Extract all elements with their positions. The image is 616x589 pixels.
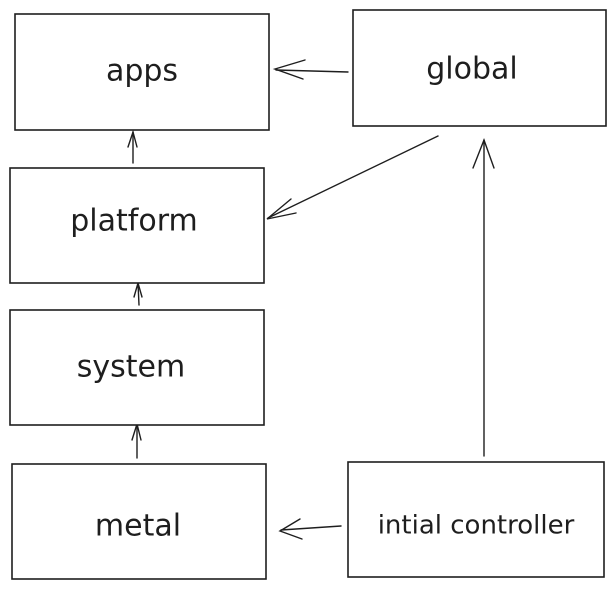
node-label-global: global: [426, 52, 518, 87]
node-platform[interactable]: platform: [9, 167, 265, 284]
edge-global-to-apps: [272, 59, 349, 80]
node-apps[interactable]: apps: [14, 13, 270, 131]
edge-initial-controller-to-metal: [278, 518, 342, 540]
node-system[interactable]: system: [9, 309, 265, 426]
node-global[interactable]: global: [352, 9, 607, 127]
edge-system-to-platform: [133, 280, 143, 306]
node-initial-controller[interactable]: intial controller: [347, 461, 605, 578]
node-label-metal: metal: [95, 509, 181, 544]
edge-platform-to-apps: [127, 129, 138, 164]
node-metal[interactable]: metal: [11, 463, 267, 580]
node-label-initial-controller: intial controller: [378, 511, 575, 541]
node-label-system: system: [77, 350, 185, 385]
node-label-platform: platform: [70, 204, 197, 239]
edge-initial-controller-to-global: [472, 138, 495, 457]
edge-metal-to-system: [131, 421, 142, 459]
node-label-apps: apps: [106, 54, 178, 89]
edge-global-to-platform: [266, 135, 439, 220]
